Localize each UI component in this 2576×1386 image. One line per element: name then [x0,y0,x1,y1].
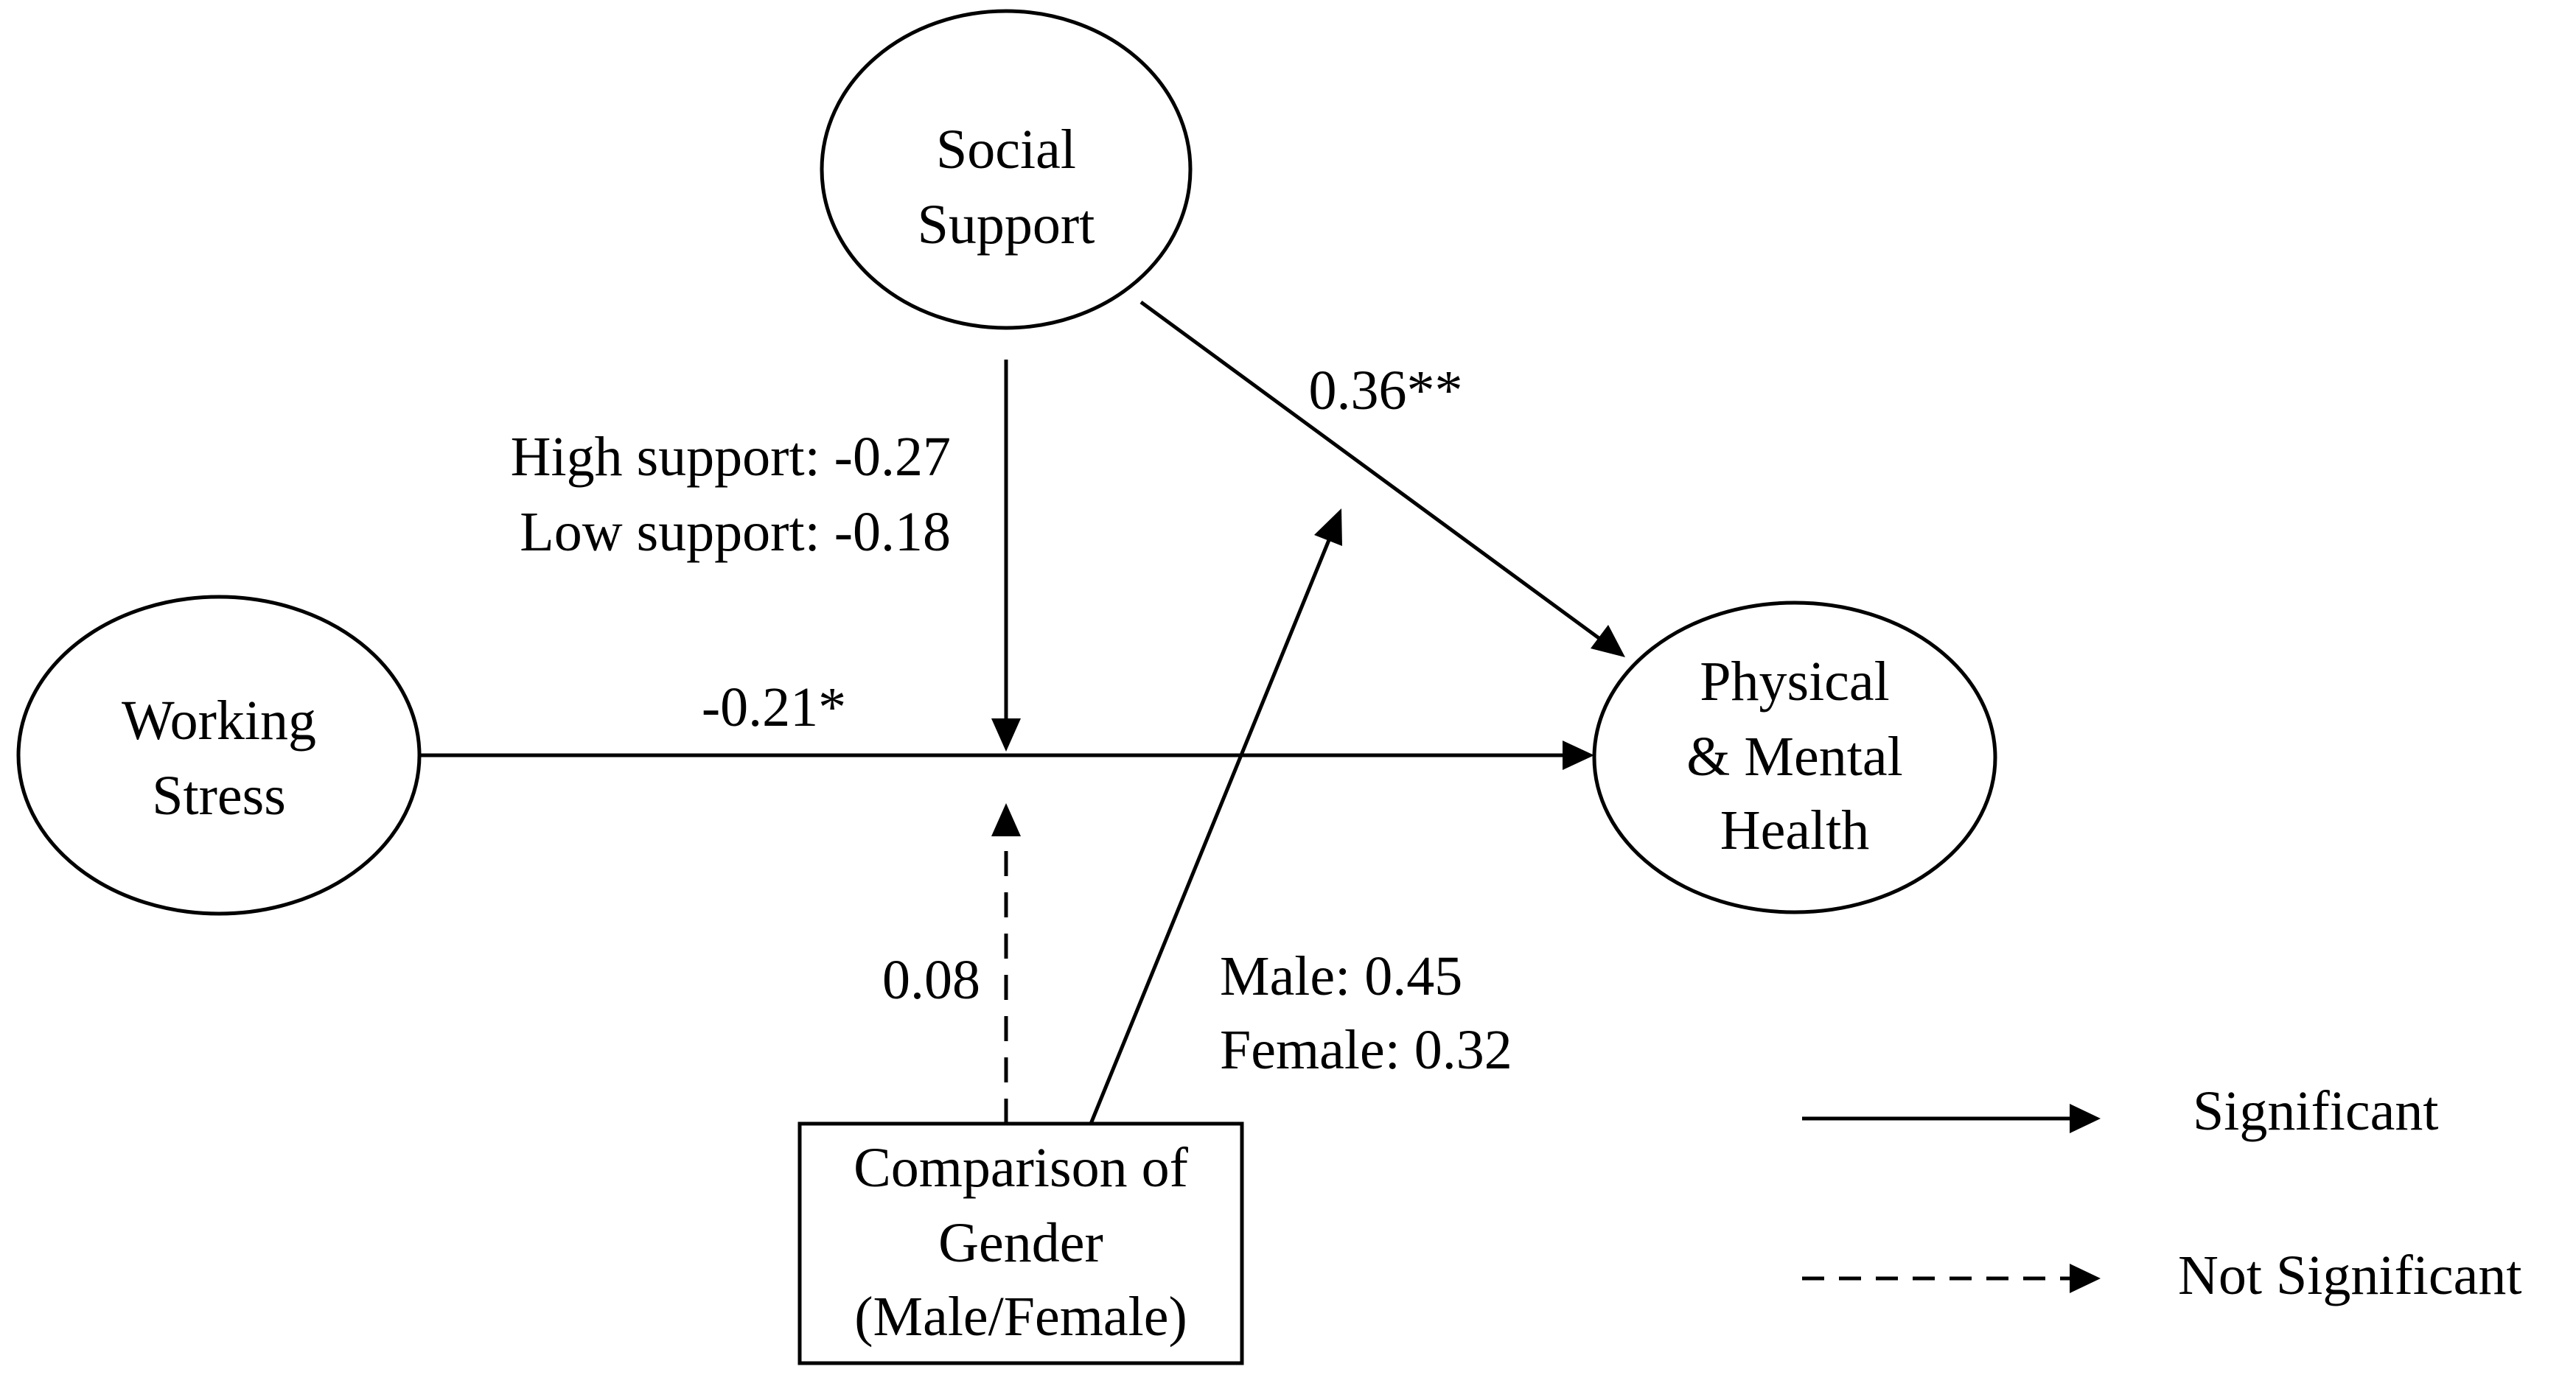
support-to-health-coefficient: 0.36** [1309,360,1463,421]
legend-not-significant: Not Significant [1802,1245,2522,1306]
arrowhead-icon [991,803,1021,836]
health-label-line2: & Mental [1686,726,1902,788]
gender-moderation-support-path [1089,508,1342,1124]
health-node: Physical & Mental Health [1592,601,1997,914]
gender-moderation-male: Male: 0.45 [1220,945,1462,1007]
gender-moderation-stress-coefficient: 0.08 [882,949,980,1011]
arrowhead-icon [2070,1104,2101,1133]
support-moderation-low: Low support: -0.18 [520,501,951,563]
support-moderation-high: High support: -0.27 [511,426,951,488]
gender-label-line3: (Male/Female) [854,1286,1187,1348]
social-support-label-line2: Support [918,194,1095,256]
health-label-line3: Health [1720,799,1870,861]
social-support-node: Social Support [820,9,1193,330]
working-stress-node: Working Stress [16,595,422,916]
working-stress-label-line2: Stress [152,765,286,827]
arrowhead-icon [1314,508,1342,546]
arrowhead-icon [991,718,1021,752]
gender-label-line2: Gender [938,1212,1103,1274]
gender-moderation-female: Female: 0.32 [1220,1019,1512,1081]
arrowhead-icon [2070,1264,2101,1293]
support-moderation-path [991,360,1021,752]
gender-moderation-stress-path [991,803,1021,1124]
legend-significant-label: Significant [2193,1080,2439,1142]
working-stress-label-line1: Working [122,690,316,752]
social-support-label-line1: Social [936,119,1076,181]
legend: Significant Not Significant [1802,1080,2522,1306]
stress-to-health-coefficient: -0.21* [702,676,846,738]
gender-label-line1: Comparison of [854,1137,1189,1199]
arrowhead-icon [1563,741,1594,770]
gender-node: Comparison of Gender (Male/Female) [797,1121,1244,1365]
health-label-line1: Physical [1700,651,1890,713]
legend-not-significant-label: Not Significant [2178,1245,2522,1306]
legend-significant: Significant [1802,1080,2439,1142]
arrowhead-icon [1591,625,1625,657]
support-to-health-path [1139,300,1625,657]
stress-to-health-path [419,741,1594,770]
